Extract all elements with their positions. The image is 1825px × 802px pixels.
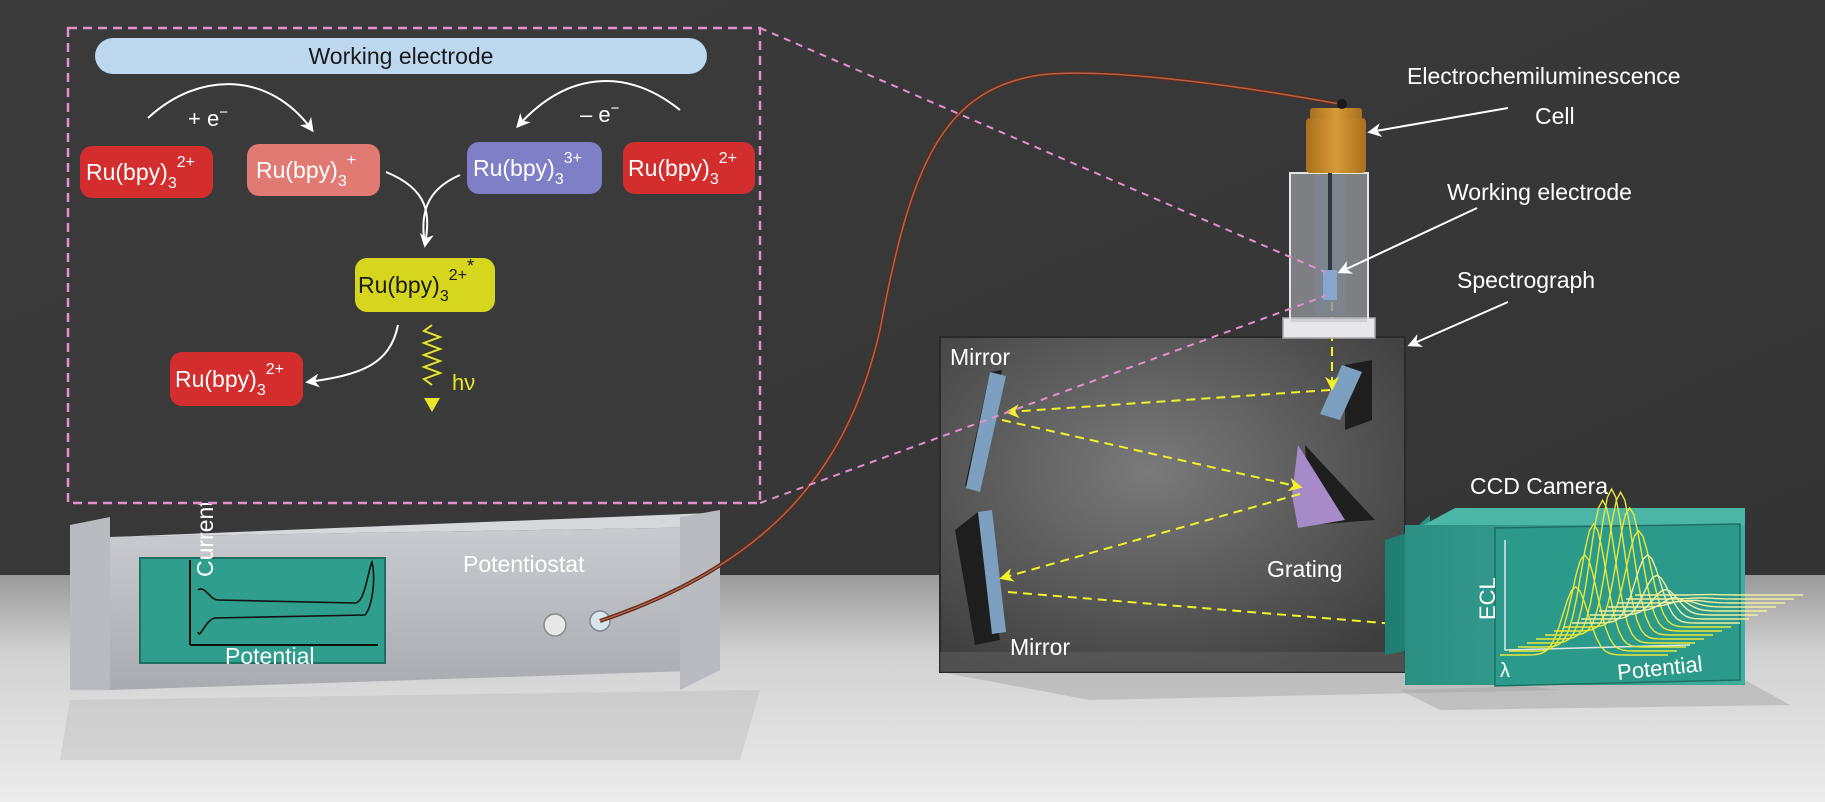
svg-text:Ru(bpy)32+: Ru(bpy)32+ — [628, 150, 737, 188]
ccd-ecl-trace — [1563, 529, 1731, 628]
species-ru-bpy-2plus-left: Ru(bpy)32+ — [80, 146, 213, 198]
ccd-ecl-trace — [1554, 506, 1722, 632]
ecl-cell-label-line1: Electrochemiluminescence — [1407, 63, 1681, 89]
ccd-ecl-3d-plot — [1500, 487, 1803, 656]
label-pointer-arrows — [1337, 107, 1509, 347]
spectrograph-label: Spectrograph — [1457, 267, 1595, 293]
ecl-cell — [1282, 99, 1376, 339]
ccd-ecl-trace — [1536, 487, 1704, 640]
ccd-ecl-trace — [1608, 599, 1776, 608]
ccd-lambda-label: λ — [1500, 660, 1510, 682]
potentiostat-cv-plot — [189, 559, 378, 646]
ccd-ecl-trace — [1617, 599, 1785, 604]
ccd-ecl-trace — [1626, 597, 1794, 600]
ccd-ecl-trace — [1545, 490, 1713, 636]
ccd-ecl-trace — [1500, 585, 1668, 656]
ccd-ecl-trace — [1581, 574, 1749, 620]
potentiostat-label: Potentiostat — [463, 551, 585, 577]
species-ru-bpy-3plus: Ru(bpy)33+ — [467, 142, 602, 194]
minus-electron-label: – e− — [580, 100, 620, 127]
mirror-bottom-label: Mirror — [1010, 634, 1070, 660]
light-path — [999, 302, 1411, 632]
grating-label: Grating — [1267, 556, 1342, 582]
photon-wave — [421, 324, 443, 386]
cv-xlabel: Potential — [225, 643, 315, 669]
mechanism-arrows — [147, 80, 681, 388]
svg-text:Ru(bpy)32+: Ru(bpy)32+ — [175, 361, 284, 399]
working-electrode-bar — [95, 38, 707, 74]
svg-text:Ru(bpy)33+: Ru(bpy)33+ — [473, 150, 582, 188]
ccd-ecl-trace — [1518, 522, 1686, 648]
hv-label: hν — [452, 370, 475, 395]
svg-text:Ru(bpy)3+: Ru(bpy)3+ — [256, 152, 356, 190]
species-ru-bpy-2plus-right: Ru(bpy)32+ — [623, 142, 755, 194]
svg-text:Ru(bpy)32+*: Ru(bpy)32+* — [358, 256, 474, 305]
photon-arrowhead — [424, 398, 440, 412]
plus-electron-label: + e− — [188, 104, 228, 131]
mirror-top-label: Mirror — [950, 344, 1010, 370]
ecl-cell-label-line2: Cell — [1535, 103, 1575, 129]
svg-text:Ru(bpy)32+: Ru(bpy)32+ — [86, 154, 195, 192]
ccd-ylabel: ECL — [1475, 577, 1500, 620]
cv-ylabel: Current — [192, 500, 218, 577]
potentiostat — [60, 510, 760, 760]
ccd-ecl-trace — [1572, 553, 1740, 624]
working-electrode-bar-label: Working electrode — [309, 43, 494, 69]
spectrograph — [939, 336, 1560, 700]
working-electrode-label: Working electrode — [1447, 179, 1632, 205]
ccd-ecl-trace — [1509, 553, 1677, 652]
species-ru-bpy-2plus-excited: Ru(bpy)32+* — [355, 256, 495, 312]
species-ru-bpy-plus: Ru(bpy)3+ — [247, 144, 380, 196]
species-ru-bpy-2plus-product: Ru(bpy)32+ — [170, 352, 303, 406]
zoom-connector-lines — [759, 27, 1326, 504]
ccd-plot-axes — [1504, 540, 1691, 651]
ccd-camera-label: CCD Camera — [1470, 473, 1608, 499]
